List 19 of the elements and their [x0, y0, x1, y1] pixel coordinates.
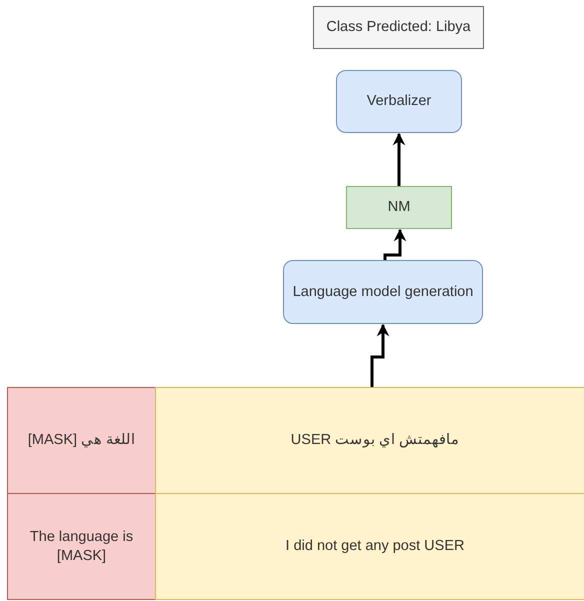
input-text: I did not get any post USER — [284, 537, 466, 556]
table-cell — [7, 493, 156, 600]
prompt-text: اللغة هي [MASK] — [26, 431, 136, 450]
output-box — [313, 6, 484, 49]
arrow — [370, 324, 390, 387]
table-cell — [155, 387, 584, 494]
process-box — [336, 70, 462, 133]
table-cell — [7, 387, 156, 494]
arrow — [392, 132, 406, 186]
output-label: Class Predicted: Libya — [325, 18, 472, 37]
arrow — [384, 228, 406, 260]
process-label: Language model generation — [292, 282, 474, 302]
process-box — [283, 260, 483, 324]
process-box — [346, 186, 452, 229]
input-text: مافهمتش اي بوست USER — [290, 431, 460, 450]
prompt-text: The language is [MASK] — [28, 528, 134, 565]
process-label: NM — [386, 198, 412, 217]
table-cell — [155, 493, 584, 600]
process-label: Verbalizer — [366, 92, 432, 111]
